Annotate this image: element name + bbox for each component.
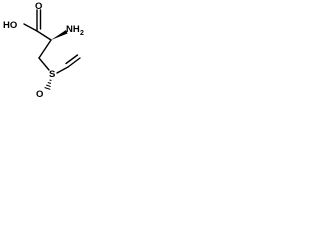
alpha-ch2-bond [38, 39, 52, 59]
carboxyl-oh-bond [23, 23, 38, 32]
sulfur-label: S [49, 69, 55, 80]
amine-label: NH [66, 24, 80, 35]
carbonyl-oxygen-label: O [35, 1, 42, 12]
vinyl-double-bond-1 [67, 57, 81, 68]
sulfur-vinyl-bond [56, 66, 69, 74]
amine-wedge-bond [51, 30, 68, 40]
sulfoxide-hashed-bond [44, 79, 52, 90]
vinyl-double-bond-2 [65, 54, 79, 65]
carboxyl-alpha-bond [36, 30, 52, 41]
ch2-sulfur-bond [38, 57, 50, 71]
hydroxyl-label: HO [3, 20, 17, 31]
structure-diagram: O HO NH 2 S O [3, 1, 84, 100]
amine-subscript: 2 [80, 30, 84, 37]
sulfoxide-oxygen-label: O [36, 89, 43, 100]
